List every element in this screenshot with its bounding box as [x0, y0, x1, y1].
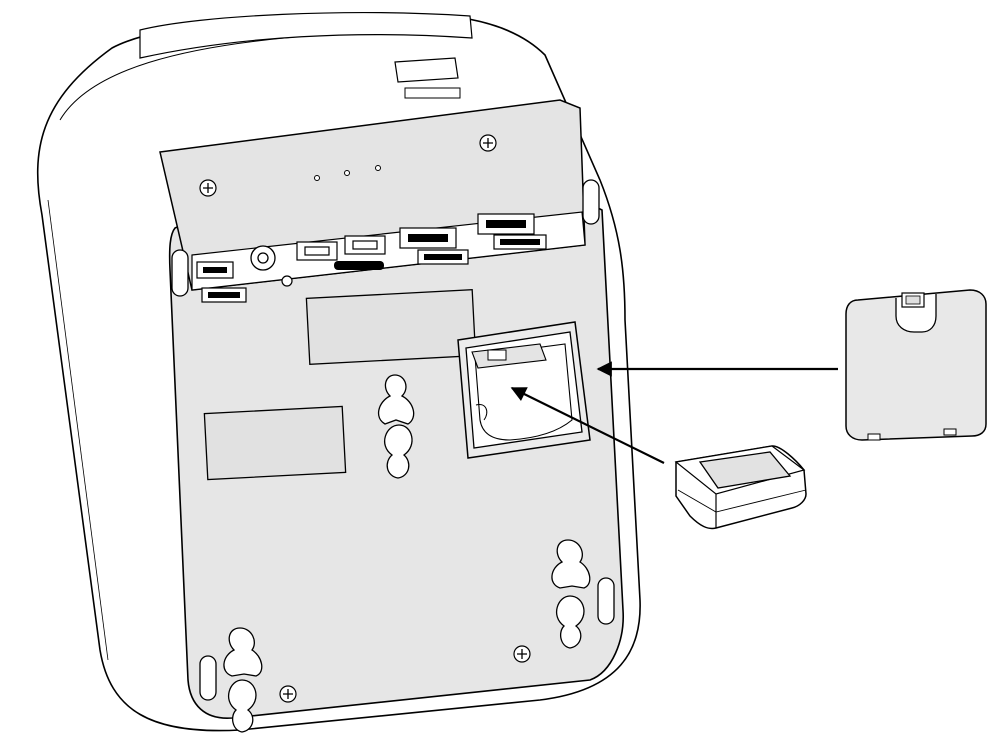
battery-compartment — [457, 321, 591, 459]
screw-icon — [279, 685, 297, 703]
led-indicator-2 — [344, 170, 350, 176]
label-recess-left — [203, 405, 347, 481]
label-recess-top — [305, 289, 477, 365]
compartment-cover — [845, 289, 987, 441]
screw-icon — [479, 134, 497, 152]
usb-port — [196, 261, 234, 279]
connector-panel — [159, 57, 586, 303]
led-indicator-3 — [375, 165, 381, 171]
usb-port — [477, 213, 535, 235]
screw-icon — [199, 179, 217, 197]
hdmi-port — [334, 261, 384, 270]
insertion-arrow-module — [510, 387, 665, 464]
side-slot — [171, 179, 615, 701]
audio-jack — [281, 275, 293, 287]
usb-port — [417, 249, 469, 265]
usb-port — [201, 287, 247, 303]
usb-port — [493, 234, 547, 250]
power-jack — [250, 245, 276, 271]
ethernet-port — [344, 235, 386, 255]
keyhole-mount — [223, 374, 591, 733]
led-indicator-1 — [314, 175, 320, 181]
screw-icon — [513, 645, 531, 663]
battery-module — [674, 445, 807, 530]
ethernet-port — [296, 241, 338, 261]
usb-port — [399, 227, 457, 249]
